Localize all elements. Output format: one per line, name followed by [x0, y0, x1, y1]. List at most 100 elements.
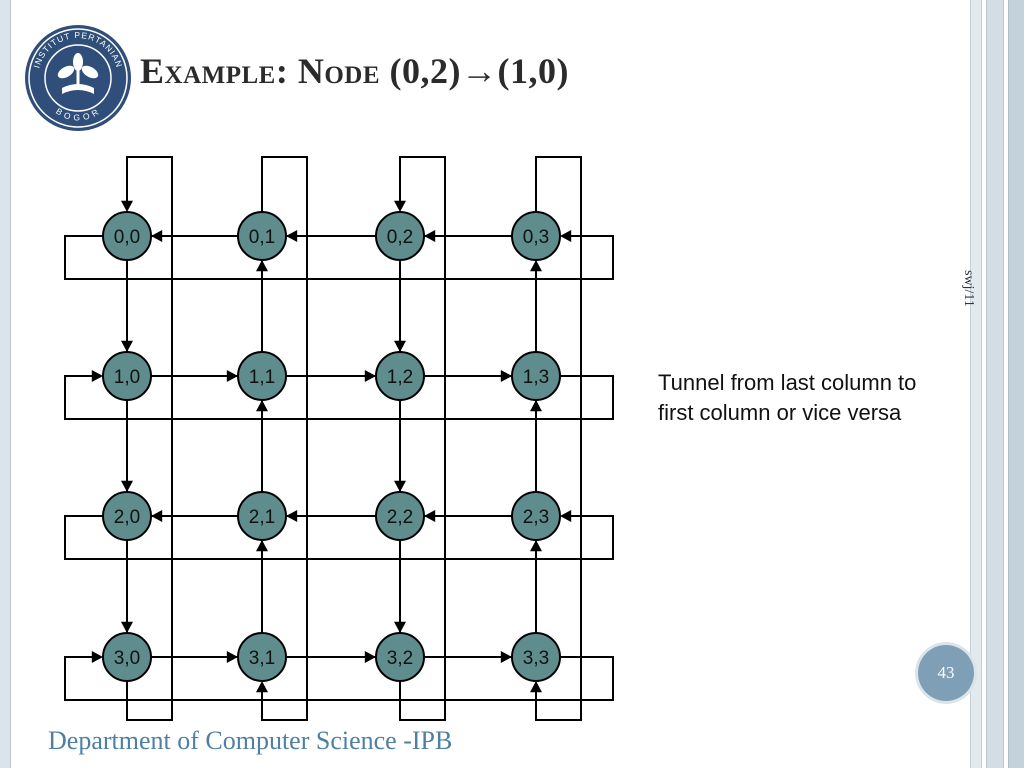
ipb-logo: INSTITUT PERTANIAN BOGOR: [25, 25, 131, 131]
node-circle: [102, 211, 152, 261]
arrow-head: [530, 681, 542, 693]
arrow-head: [560, 510, 572, 522]
row-tunnel-loop: [64, 375, 614, 420]
row-tunnel-loop: [64, 235, 614, 280]
arrow-head: [91, 651, 103, 663]
arrow-head: [256, 681, 268, 693]
mesh-node: 0,2: [375, 211, 425, 261]
mesh-node: 3,3: [511, 632, 561, 682]
arrow-head: [91, 370, 103, 382]
mesh-node: 0,3: [511, 211, 561, 261]
column-tunnel-loop: [126, 156, 173, 721]
mesh-node: 1,1: [237, 351, 287, 401]
arrow-head: [364, 370, 376, 382]
node-circle: [237, 632, 287, 682]
logo-plant-emblem: [57, 53, 99, 94]
mesh-node: 2,3: [511, 491, 561, 541]
mesh-node: 2,2: [375, 491, 425, 541]
mesh-node: 1,3: [511, 351, 561, 401]
node-label: 2,3: [523, 507, 549, 528]
mesh-node: 3,2: [375, 632, 425, 682]
frame-stripe: [970, 0, 982, 768]
department-footer: Department of Computer Science -IPB: [48, 726, 453, 755]
node-circle: [511, 632, 561, 682]
node-circle: [102, 351, 152, 401]
arrow-head: [151, 230, 163, 242]
node-label: 3,3: [523, 648, 549, 669]
arrow-head: [226, 370, 238, 382]
arrow-head: [151, 510, 163, 522]
column-tunnel-loop: [261, 156, 308, 721]
node-label: 2,0: [114, 507, 140, 528]
arrow-head: [226, 651, 238, 663]
mesh-node: 3,0: [102, 632, 152, 682]
frame-stripe: [1008, 0, 1024, 768]
node-label: 1,1: [249, 367, 275, 388]
logo-ring-inner: [44, 44, 112, 112]
arrow-head: [364, 651, 376, 663]
node-label: 2,1: [249, 507, 275, 528]
mesh-node: 2,0: [102, 491, 152, 541]
arrow-head: [394, 621, 406, 633]
node-circle: [237, 211, 287, 261]
node-circle: [375, 211, 425, 261]
arrow-head: [256, 260, 268, 272]
node-circle: [237, 491, 287, 541]
title-coords: (0,2)→(1,0): [389, 51, 569, 91]
arrow-head: [500, 651, 512, 663]
arrow-head: [286, 230, 298, 242]
mesh-node: 2,1: [237, 491, 287, 541]
node-label: 3,0: [114, 648, 140, 669]
arrow-head: [394, 480, 406, 492]
arrow-head: [256, 400, 268, 412]
frame-stripe: [986, 0, 1004, 768]
node-circle: [375, 491, 425, 541]
right-frame-bars: [970, 0, 1024, 768]
mesh-node: 1,2: [375, 351, 425, 401]
column-tunnel-loop: [399, 156, 446, 721]
arrow-head: [530, 400, 542, 412]
node-label: 0,3: [523, 227, 549, 248]
node-label: 1,3: [523, 367, 549, 388]
arrow-head: [424, 510, 436, 522]
row-tunnel-loop: [64, 515, 614, 560]
node-label: 0,0: [114, 227, 140, 248]
node-circle: [102, 491, 152, 541]
arrow-head: [394, 200, 406, 212]
logo-ring-outer: [28, 28, 128, 128]
title-prefix: Example: Node: [140, 51, 390, 91]
mesh-node: 3,1: [237, 632, 287, 682]
slide-title: Example: Node (0,2)→(1,0): [140, 50, 569, 92]
column-tunnel-loop: [535, 156, 582, 721]
node-circle: [375, 632, 425, 682]
arrow-head: [500, 370, 512, 382]
mesh-node: 1,0: [102, 351, 152, 401]
node-circle: [237, 351, 287, 401]
node-label: 0,2: [387, 227, 413, 248]
side-label: swj/11: [961, 270, 976, 307]
arrow-head: [286, 510, 298, 522]
node-circle: [511, 491, 561, 541]
node-circle: [511, 351, 561, 401]
tunnel-note: Tunnel from last column to first column …: [658, 370, 917, 425]
mesh-node: 0,1: [237, 211, 287, 261]
page-number-badge: 43: [918, 645, 974, 701]
arrow-head: [121, 621, 133, 633]
mesh-node: 0,0: [102, 211, 152, 261]
node-circle: [511, 211, 561, 261]
arrow-head: [530, 540, 542, 552]
arrow-head: [424, 230, 436, 242]
node-label: 1,2: [387, 367, 413, 388]
node-label: 2,2: [387, 507, 413, 528]
node-label: 3,1: [249, 648, 275, 669]
arrow-head: [121, 480, 133, 492]
node-label: 0,1: [249, 227, 275, 248]
arrow-head: [530, 260, 542, 272]
arrow-head: [121, 200, 133, 212]
row-tunnel-loop: [64, 656, 614, 701]
node-circle: [375, 351, 425, 401]
node-label: 1,0: [114, 367, 140, 388]
arrow-head: [394, 340, 406, 352]
node-circle: [102, 632, 152, 682]
